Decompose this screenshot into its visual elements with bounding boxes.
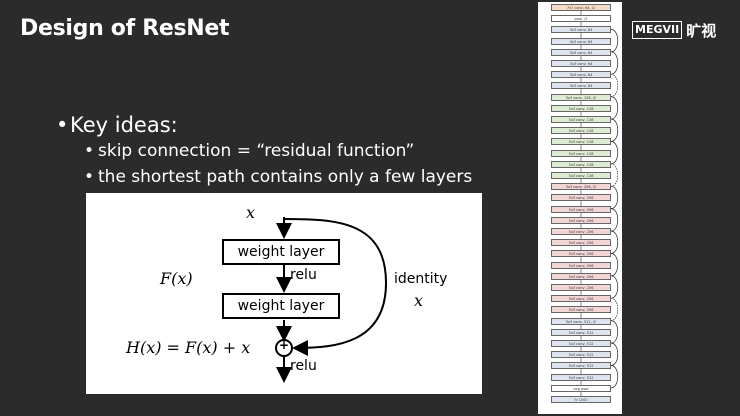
sub-bullet-skip: •skip connection = “residual function” (84, 141, 415, 161)
shortcut-arc (610, 365, 619, 389)
network-layer: 3x3 conv, 128 (551, 116, 611, 123)
megvii-logo: MEGVII 旷视 (632, 20, 716, 40)
network-layer: 3x3 conv, 64 (551, 26, 611, 34)
shortcut-arc (610, 141, 619, 165)
shortcut-arc (610, 253, 619, 277)
shortcut-arc (610, 73, 619, 97)
network-layer: 3x3 conv, 256 (551, 194, 611, 202)
network-layer: 3x3 conv, 256 (551, 306, 611, 314)
shortcut-arc (610, 51, 619, 75)
network-layer: 3x3 conv, 128 (551, 172, 611, 179)
network-layer: 3x3 conv, 512 (551, 351, 611, 359)
shortcut-arc (610, 275, 619, 299)
shortcut-arc (610, 208, 619, 232)
output-equation: H(x) = F(x) + x (126, 338, 251, 357)
network-layer: 3x3 conv, 512, /2 (551, 317, 611, 325)
network-layer: 3x3 conv, 64 (551, 37, 611, 45)
network-layer: 3x3 conv, 256 (551, 216, 611, 224)
network-layer: fc 1000 (551, 396, 611, 403)
shortcut-arc (610, 163, 619, 187)
bullet-list: •Key ideas: •skip connection = “residual… (56, 112, 472, 190)
network-layer: 3x3 conv, 64 (551, 71, 611, 79)
input-x-label: x (246, 203, 256, 222)
network-layer: 3x3 conv, 128 (551, 127, 611, 135)
residual-diagram-lines (275, 217, 388, 383)
shortcut-arc (610, 297, 619, 321)
network-layer: 3x3 conv, 64 (551, 82, 611, 90)
network-layer: 3x3 conv, 512 (551, 340, 611, 347)
fx-label: F(x) (160, 269, 193, 288)
logo-cn-text: 旷视 (686, 21, 717, 40)
bullet-key-ideas-text: Key ideas: (70, 113, 178, 137)
add-node-circle (275, 339, 293, 357)
network-layer: 3x3 conv, 256 (551, 295, 611, 303)
network-layer: 3x3 conv, 256 (551, 228, 611, 235)
network-layer: 3x3 conv, 256 (551, 272, 611, 280)
weight-layer-1: weight layer (222, 239, 340, 265)
sub-bullet-skip-text: skip connection = “residual function” (98, 141, 415, 161)
network-layer: 3x3 conv, 256 (551, 239, 611, 247)
network-layer: 3x3 conv, 128 (551, 104, 611, 112)
network-layer: 3x3 conv, 512 (551, 373, 611, 381)
network-layer: pool, /2 (551, 15, 611, 23)
sub-bullet-shortest-text: the shortest path contains only a few la… (98, 167, 473, 187)
network-layer: 3x3 conv, 256 (551, 261, 611, 269)
shortcut-arc (610, 342, 619, 366)
identity-shortcut-path (283, 218, 388, 356)
network-layer: 7x7 conv, 64, /2 (551, 4, 611, 11)
weight-layer-2: weight layer (222, 293, 340, 319)
logo-text: MEGVII (632, 21, 683, 39)
shortcut-arc (610, 29, 619, 53)
network-layer: 3x3 conv, 256 (551, 205, 611, 213)
relu-mid-label: relu (290, 267, 317, 283)
shortcut-arc (610, 118, 619, 142)
network-layer: 3x3 conv, 256 (551, 250, 611, 258)
identity-x-label: x (414, 291, 424, 310)
network-layer: avg pool (551, 384, 611, 392)
network-layer: 3x3 conv, 512 (551, 362, 611, 370)
network-layer: 3x3 conv, 64 (551, 48, 611, 56)
network-layer: 3x3 conv, 128, /2 (551, 93, 611, 101)
network-layer: 3x3 conv, 128 (551, 138, 611, 146)
shortcut-arc (610, 96, 619, 120)
shortcut-arc (610, 185, 619, 209)
network-layer: 3x3 conv, 128 (551, 160, 611, 168)
network-layer: 3x3 conv, 256, /2 (551, 183, 611, 191)
plus-symbol: + (278, 338, 290, 352)
identity-label: identity (394, 271, 448, 287)
shortcut-arc (610, 320, 619, 344)
shortcut-arc (610, 230, 619, 254)
resnet-architecture-column: 7x7 conv, 64, /2 pool, /2 3x3 conv, 64 3x3 … (538, 2, 622, 414)
slide-title: Design of ResNet (20, 16, 230, 41)
network-layer: 3x3 conv, 128 (551, 149, 611, 157)
network-layer: 3x3 conv, 64 (551, 60, 611, 67)
residual-block-diagram: x weight layer relu weight layer F(x) id… (86, 193, 482, 394)
bullet-key-ideas: •Key ideas: (56, 113, 178, 137)
sub-bullet-shortest: •the shortest path contains only a few l… (84, 167, 473, 187)
relu-out-label: relu (290, 358, 317, 374)
network-layer: 3x3 conv, 256 (551, 284, 611, 291)
network-layer: 3x3 conv, 512 (551, 328, 611, 336)
